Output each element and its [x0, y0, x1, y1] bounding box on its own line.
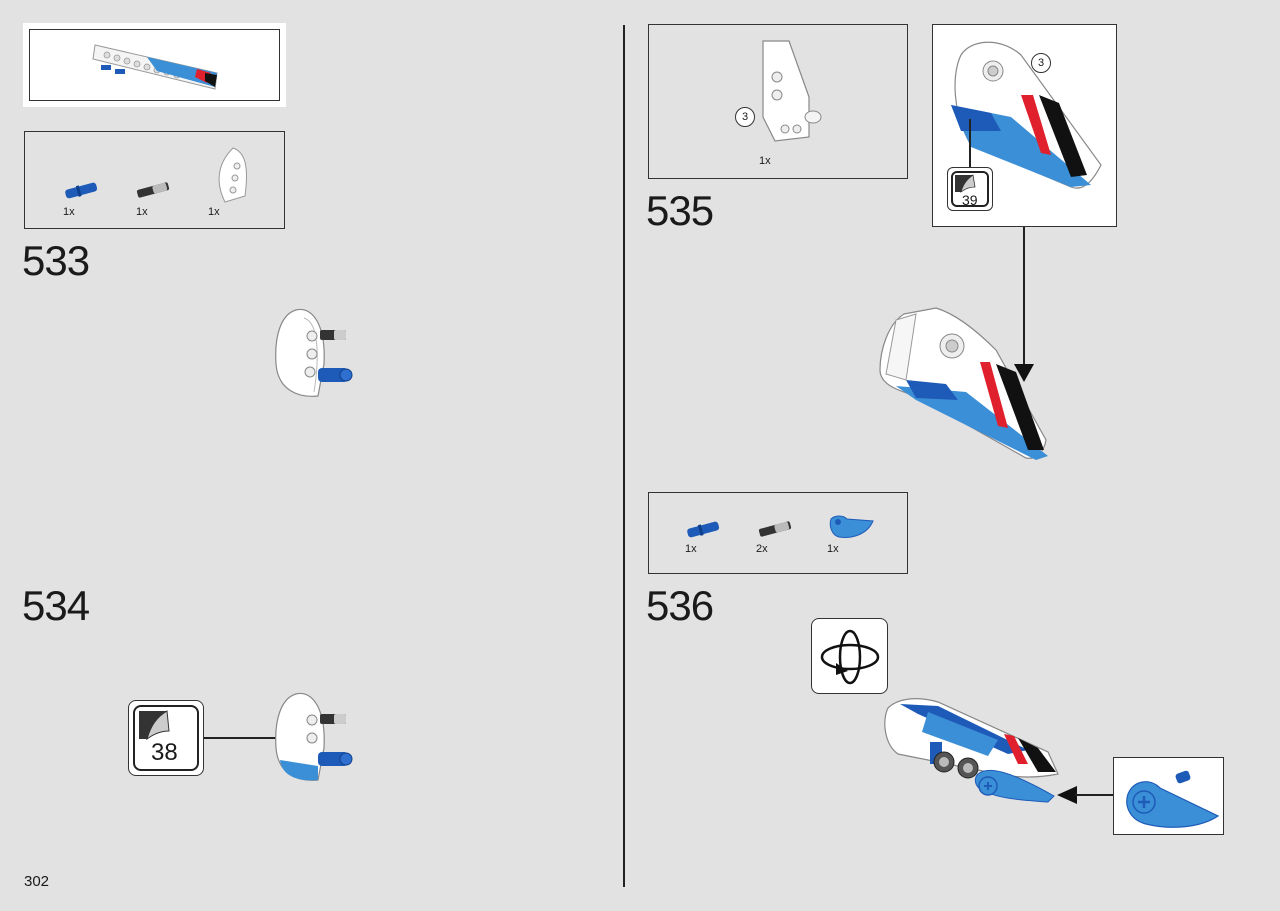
white-panel-icon	[762, 40, 822, 142]
white-liftarm-icon	[218, 147, 247, 203]
blue-pin-icon	[687, 521, 720, 538]
step-533-part-2-qty: 1x	[136, 206, 148, 218]
arrow-left-icon	[1057, 786, 1077, 804]
sticker-39-number: 39	[962, 192, 978, 208]
step-534-model	[275, 692, 353, 781]
step-536-arrow-line	[1075, 794, 1114, 796]
sticker-38-leader-line	[204, 737, 284, 739]
step-535-model	[879, 307, 1048, 460]
step-535-detail-box: 3 39	[932, 24, 1117, 227]
step-535-arrow-line	[1023, 227, 1025, 367]
page-number: 302	[24, 873, 50, 890]
step-533-part-1-qty: 1x	[63, 206, 75, 218]
step-535-label-circle: 3	[735, 107, 755, 127]
step-533-parts-box: 1x 1x 1x	[24, 131, 285, 229]
step-533-model	[275, 308, 353, 397]
sticker-39-leader-line	[969, 119, 971, 171]
page-divider	[623, 25, 625, 887]
black-axle-pin-icon	[136, 182, 170, 198]
step-536-part-3-qty: 1x	[827, 543, 839, 555]
subassembly-preview-model	[92, 44, 218, 90]
step-536-number: 536	[646, 582, 714, 629]
step-535-number: 535	[646, 187, 714, 234]
step-536-model	[884, 698, 1059, 803]
step-535-detail-label-circle: 3	[1031, 53, 1051, 73]
step-533-part-3-qty: 1x	[208, 206, 220, 218]
step-534-number: 534	[22, 582, 90, 629]
step-535-parts-box: 3 1x	[648, 24, 908, 179]
arrow-down-icon	[1014, 364, 1034, 382]
black-axle-pin-icon	[758, 521, 792, 537]
sticker-38-number: 38	[151, 739, 178, 766]
blue-wedge-panel-icon	[829, 515, 874, 538]
subassembly-preview	[23, 23, 286, 107]
rotate-icon	[820, 629, 880, 685]
step-533-number: 533	[22, 237, 90, 284]
step-536-part-1-qty: 1x	[685, 543, 697, 555]
step-536-detail-box	[1113, 757, 1224, 835]
blue-pin-icon	[65, 182, 98, 199]
sticker-icon	[139, 710, 170, 741]
step-535-part-qty: 1x	[759, 155, 771, 167]
sticker-38-callout: 38	[128, 700, 204, 776]
sticker-39-callout: 39	[947, 167, 993, 211]
step-536-part-2-qty: 2x	[756, 543, 768, 555]
step-535-detail-model	[951, 41, 1102, 189]
step-536-parts-box: 1x 2x 1x	[648, 492, 908, 574]
sticker-icon	[955, 174, 976, 194]
blue-wedge-panel-detail	[1126, 770, 1220, 828]
rotate-model-callout	[811, 618, 888, 694]
